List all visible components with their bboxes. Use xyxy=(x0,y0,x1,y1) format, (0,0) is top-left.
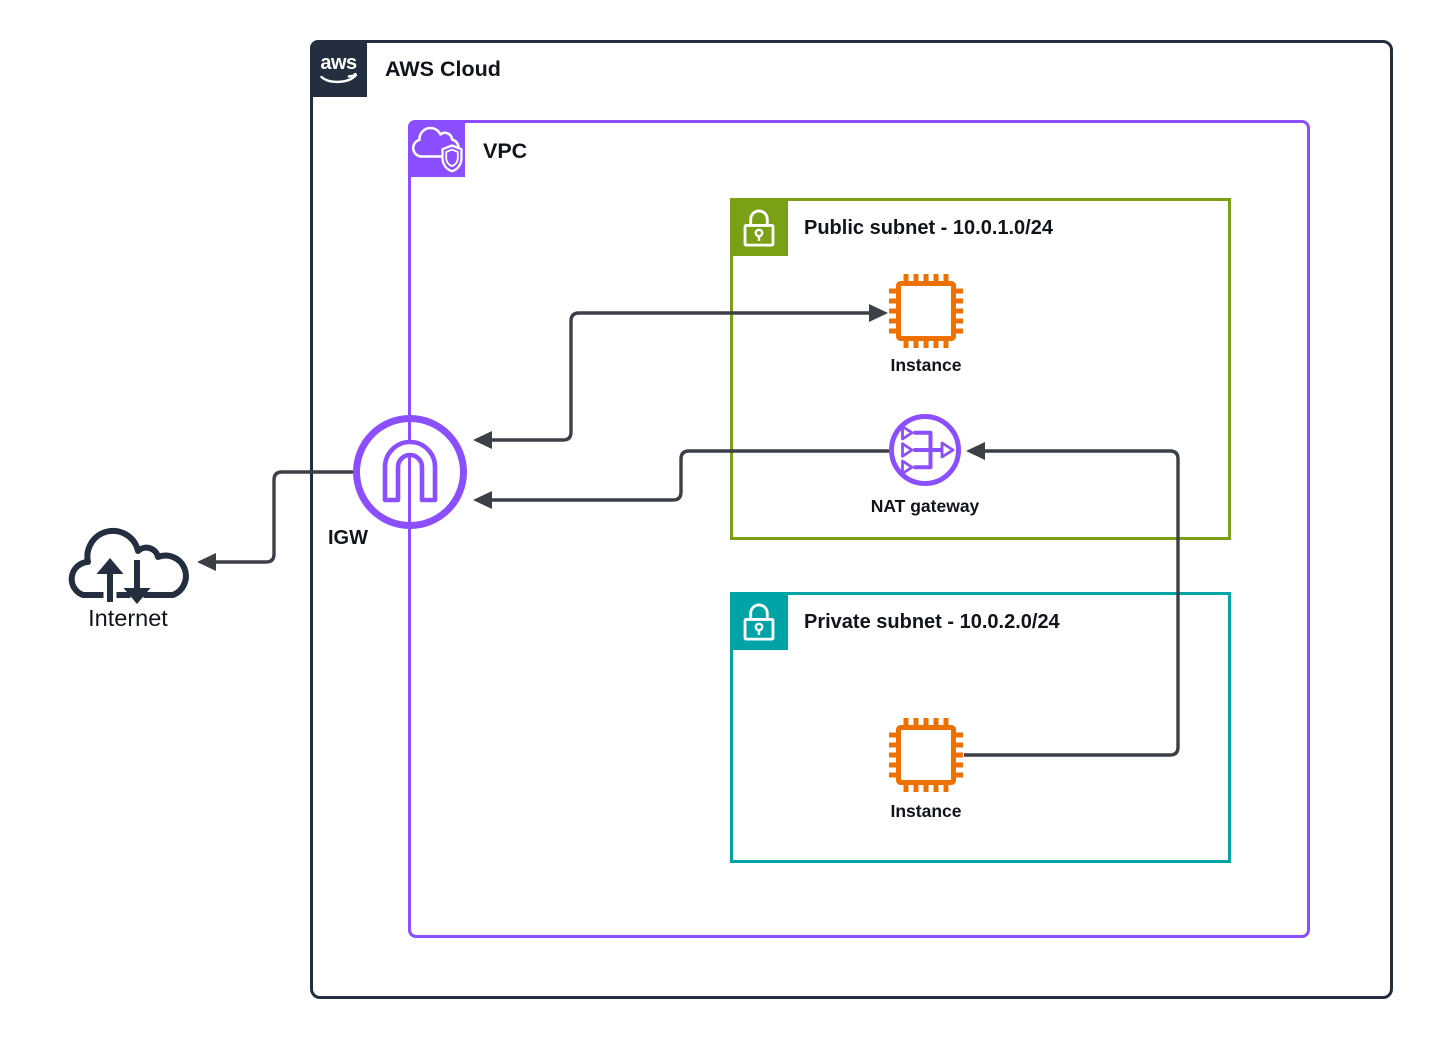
aws-cloud-label: AWS Cloud xyxy=(385,57,501,81)
private-subnet-lock-icon xyxy=(730,592,788,650)
internet-gateway-icon xyxy=(353,415,467,529)
igw-label: IGW xyxy=(328,527,368,549)
aws-smile-icon xyxy=(320,73,358,84)
vpc-icon xyxy=(408,120,465,177)
internet-node xyxy=(66,514,190,615)
vpc-label: VPC xyxy=(483,139,528,163)
aws-logo-text: aws xyxy=(320,52,357,74)
private-subnet-container: Private subnet - 10.0.2.0/24 xyxy=(730,592,1231,863)
aws-logo-icon: aws xyxy=(310,40,367,97)
nat-gateway-label: NAT gateway xyxy=(870,496,980,516)
private-instance-label: Instance xyxy=(890,801,962,821)
internet-cloud-icon xyxy=(68,527,189,604)
instance-chip-icon xyxy=(887,716,965,794)
nat-gateway-node xyxy=(885,410,965,495)
public-instance-label: Instance xyxy=(890,355,962,375)
vpc-container: VPC xyxy=(408,120,1310,938)
nat-gateway-icon xyxy=(889,414,961,486)
public-subnet-label: Public subnet - 10.0.1.0/24 xyxy=(804,217,1053,239)
private-subnet-label: Private subnet - 10.0.2.0/24 xyxy=(804,611,1060,633)
private-instance-node xyxy=(887,716,965,799)
internet-label: Internet xyxy=(88,605,168,631)
public-instance-node xyxy=(887,272,965,355)
internet-gateway-node xyxy=(346,408,474,541)
public-subnet-lock-icon xyxy=(730,198,788,256)
instance-chip-icon xyxy=(887,272,965,350)
